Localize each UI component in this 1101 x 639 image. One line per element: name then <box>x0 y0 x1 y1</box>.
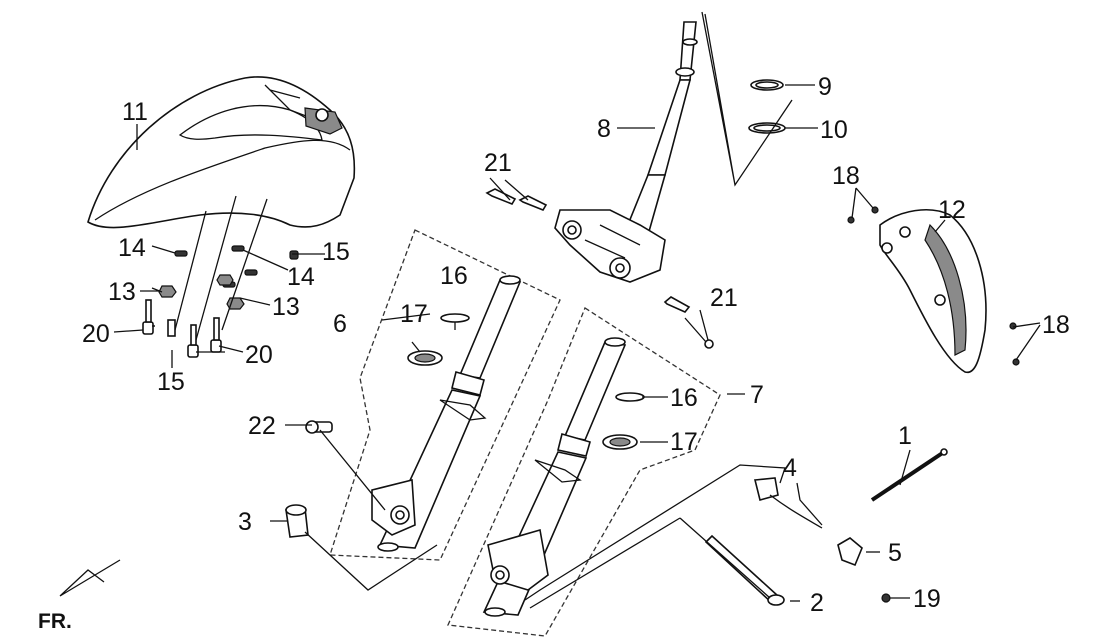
callout-21-right: 21 <box>710 284 738 312</box>
small-screw <box>881 593 891 603</box>
callout-5: 5 <box>888 539 902 567</box>
leader-lines <box>113 11 1041 609</box>
callout-16-left: 16 <box>440 262 468 290</box>
callout-8: 8 <box>597 115 611 143</box>
callout-10: 10 <box>820 116 848 144</box>
front-fender <box>87 76 356 229</box>
left-fork-leg <box>371 275 522 552</box>
callout-21-top: 21 <box>484 149 512 177</box>
callout-13-right: 13 <box>272 293 300 321</box>
fork-left-group-outline <box>329 229 561 561</box>
callout-22: 22 <box>248 412 276 440</box>
callout-16-right: 16 <box>670 384 698 412</box>
right-fork-seals <box>602 392 645 450</box>
callout-1: 1 <box>898 422 912 450</box>
callout-9: 9 <box>818 73 832 101</box>
callout-6: 6 <box>333 310 347 338</box>
steering-stem <box>554 21 698 283</box>
callout-17-left: 17 <box>400 300 428 328</box>
callout-15-right: 15 <box>322 238 350 266</box>
fender-hardware <box>142 245 299 358</box>
callout-18-top: 18 <box>832 162 860 190</box>
callout-4: 4 <box>783 454 797 482</box>
callout-12: 12 <box>938 196 966 224</box>
callout-20-left: 20 <box>82 320 110 348</box>
speedometer-cable <box>753 477 823 529</box>
axle-spindle <box>704 534 785 606</box>
callout-13-left: 13 <box>108 278 136 306</box>
direction-label: FR. <box>38 610 72 633</box>
axle-collar <box>285 504 309 538</box>
callout-20-right: 20 <box>245 341 273 369</box>
callout-3: 3 <box>238 508 252 536</box>
callout-17-right: 17 <box>670 428 698 456</box>
left-fork-seals <box>407 313 470 366</box>
axle-rod <box>870 448 948 502</box>
front-direction-arrow-icon <box>59 559 121 597</box>
callout-15-bottom: 15 <box>157 368 185 396</box>
callout-labels: 1 2 3 4 5 6 7 8 9 10 11 12 13 13 14 14 1… <box>38 73 1070 633</box>
callout-19: 19 <box>913 585 941 613</box>
callout-18-right: 18 <box>1042 311 1070 339</box>
steering-rings <box>748 79 786 134</box>
right-fork-leg <box>482 337 627 617</box>
callout-7: 7 <box>750 381 764 409</box>
fork-right-group-outline <box>447 307 721 637</box>
callout-14-left: 14 <box>118 234 146 262</box>
callout-11: 11 <box>122 98 148 126</box>
cable-clamp <box>837 537 863 567</box>
callout-2: 2 <box>810 589 824 617</box>
fork-pinch-bolt <box>305 420 333 434</box>
callout-14-right: 14 <box>287 263 315 291</box>
fender-bracket <box>847 206 1020 374</box>
